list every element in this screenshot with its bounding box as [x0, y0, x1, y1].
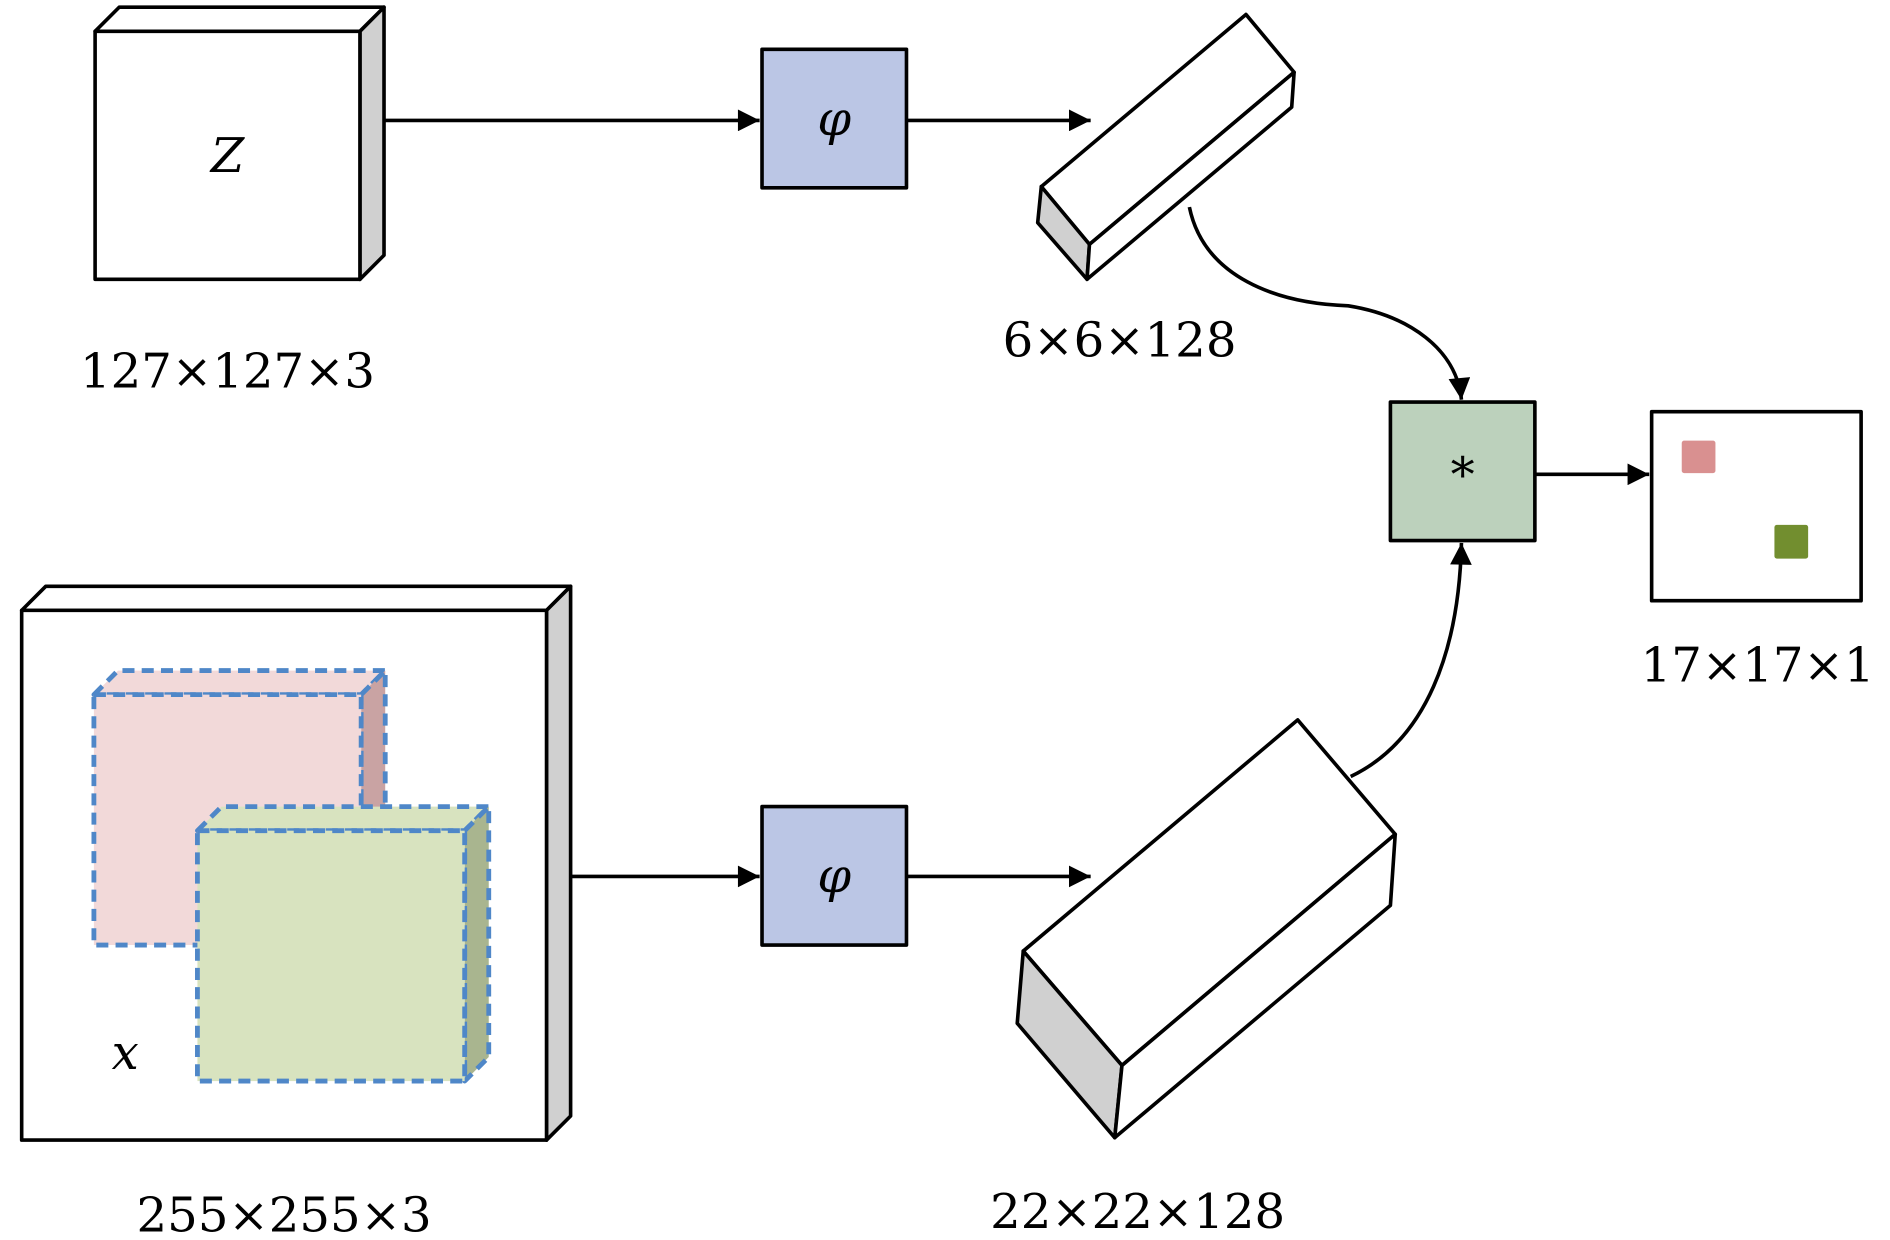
- correlation-label: *: [1451, 447, 1475, 503]
- phi-label-top: φ: [817, 91, 851, 147]
- phi-box-top: [760, 47, 909, 190]
- x-feature-size-label: 22×22×128: [990, 1184, 1285, 1240]
- phi-box-bottom: [760, 804, 909, 947]
- z-size-label: 127×127×3: [80, 344, 375, 400]
- score-map: [1649, 409, 1863, 603]
- z-feature-size-label: 6×6×128: [1003, 312, 1237, 368]
- score-mark-pink: [1681, 440, 1716, 474]
- x-label: x: [112, 1025, 139, 1081]
- z-label: Z: [209, 128, 246, 184]
- score-mark-green: [1774, 524, 1809, 559]
- cross-correlation-box: [1388, 400, 1537, 543]
- exemplar-region-green: [195, 804, 492, 1084]
- arrow-xfeat-to-corr: [1349, 542, 1472, 779]
- z-feature-block: [1035, 12, 1296, 282]
- x-feature-block: [1015, 718, 1398, 1140]
- x-size-label: 255×255×3: [137, 1188, 432, 1240]
- phi-label-bottom: φ: [817, 848, 851, 904]
- output-size-label: 17×17×1: [1641, 637, 1875, 693]
- z-input-block: [93, 5, 386, 282]
- arrow-zfeat-to-corr: [1187, 206, 1471, 400]
